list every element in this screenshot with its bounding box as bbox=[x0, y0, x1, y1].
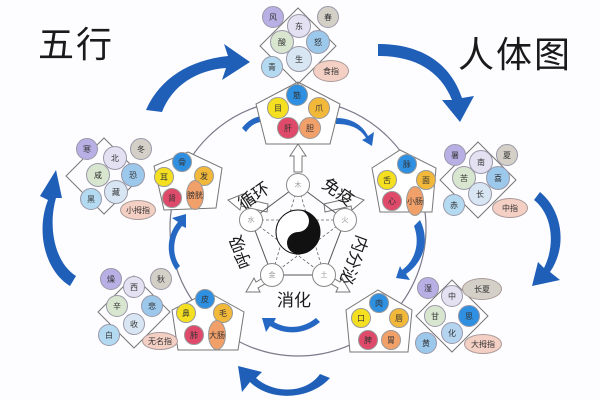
finger-ring: 无名指 bbox=[142, 332, 178, 350]
attr-green: 青 bbox=[261, 56, 283, 78]
attr-west: 西 bbox=[123, 276, 145, 298]
organ-small-intestine: 小肠 bbox=[406, 186, 424, 216]
attr-transform: 化 bbox=[441, 322, 463, 344]
organ-lung: 肺 bbox=[184, 325, 204, 345]
organ-eye: 目 bbox=[267, 97, 289, 119]
arrow-wood-fire-icon bbox=[336, 118, 374, 146]
element-metal: 金 bbox=[260, 263, 284, 287]
arrow-left-icon bbox=[40, 170, 76, 286]
attr-sweet: 甘 bbox=[424, 305, 446, 327]
attr-wind: 风 bbox=[262, 6, 284, 28]
attr-anger: 怒 bbox=[306, 30, 330, 54]
organ-lips: 唇 bbox=[389, 308, 409, 328]
title-human-body: 人体图 bbox=[458, 35, 573, 76]
organ-tendon: 筋 bbox=[286, 84, 308, 106]
arrow-fire-earth-icon bbox=[396, 220, 425, 280]
organ-bone: 骨 bbox=[172, 152, 192, 172]
organ-flesh: 肉 bbox=[369, 293, 389, 313]
attr-pungent: 辛 bbox=[106, 295, 128, 317]
organ-mouth: 口 bbox=[351, 308, 371, 328]
attr-dryness: 燥 bbox=[100, 268, 122, 290]
organ-liver: 肝 bbox=[277, 117, 299, 139]
organ-body-hair: 毛 bbox=[213, 303, 233, 323]
attr-harvest: 收 bbox=[123, 313, 145, 335]
attr-yellow: 黄 bbox=[415, 332, 437, 354]
attr-sorrow: 悲 bbox=[141, 295, 163, 317]
finger-little: 小拇指 bbox=[120, 200, 156, 220]
organ-kidney: 肾 bbox=[162, 188, 182, 208]
organ-tongue: 舌 bbox=[377, 170, 397, 190]
yin-yang-icon bbox=[275, 209, 321, 255]
organ-stomach: 胃 bbox=[381, 330, 401, 350]
arrow-earth-metal-icon bbox=[262, 318, 320, 333]
attr-center: 中 bbox=[441, 285, 463, 307]
attr-thought: 思 bbox=[458, 305, 480, 327]
attr-north: 北 bbox=[103, 146, 127, 170]
organ-ear: 耳 bbox=[154, 167, 174, 187]
attr-late-summer: 长夏 bbox=[462, 278, 502, 300]
organ-spleen: 脾 bbox=[358, 330, 378, 350]
function-digestion: 消化 bbox=[277, 291, 311, 311]
attr-winter: 冬 bbox=[130, 138, 152, 160]
organ-heart: 心 bbox=[382, 191, 402, 211]
attr-cold: 寒 bbox=[76, 138, 98, 160]
attr-dampness: 湿 bbox=[417, 277, 439, 299]
attr-fear: 恐 bbox=[121, 163, 145, 187]
attr-autumn: 秋 bbox=[150, 268, 172, 290]
title-five-elements: 五行 bbox=[38, 25, 115, 66]
element-water: 水 bbox=[239, 208, 263, 232]
attr-grow: 长 bbox=[468, 182, 492, 206]
organ-bladder: 膀胱 bbox=[186, 180, 204, 210]
attr-birth: 生 bbox=[286, 46, 312, 72]
attr-summer-heat: 暑 bbox=[444, 144, 466, 166]
organ-face: 面 bbox=[416, 170, 436, 190]
organ-nose: 鼻 bbox=[176, 303, 196, 323]
attr-red: 赤 bbox=[443, 194, 465, 216]
attr-salty: 咸 bbox=[86, 163, 110, 187]
attr-joy: 喜 bbox=[486, 166, 510, 190]
element-fire: 火 bbox=[333, 208, 357, 232]
finger-thumb: 大拇指 bbox=[464, 334, 502, 354]
element-earth: 土 bbox=[312, 263, 336, 287]
finger-index: 食指 bbox=[313, 60, 349, 82]
arrow-right-icon bbox=[532, 192, 561, 286]
organ-gallbladder: 胆 bbox=[299, 117, 321, 139]
attr-sour: 酸 bbox=[270, 30, 294, 54]
cycle-arrows bbox=[40, 44, 561, 396]
attr-store: 藏 bbox=[104, 180, 128, 204]
element-wood: 木 bbox=[286, 173, 310, 197]
arrow-top-left-icon bbox=[146, 44, 250, 112]
attr-spring: 春 bbox=[317, 6, 339, 28]
organ-vessel: 脉 bbox=[397, 154, 417, 174]
attr-white: 白 bbox=[98, 324, 120, 346]
attr-summer: 夏 bbox=[496, 144, 518, 166]
organ-large-intestine: 大肠 bbox=[208, 320, 226, 350]
attr-black: 黑 bbox=[80, 188, 102, 210]
finger-middle: 中指 bbox=[492, 198, 528, 218]
arrow-metal-water-icon bbox=[168, 214, 186, 270]
organ-nail: 爪 bbox=[308, 97, 330, 119]
arrow-bottom-icon bbox=[238, 366, 330, 396]
organ-skin: 皮 bbox=[195, 289, 215, 309]
arrow-top-right-icon bbox=[378, 44, 474, 122]
